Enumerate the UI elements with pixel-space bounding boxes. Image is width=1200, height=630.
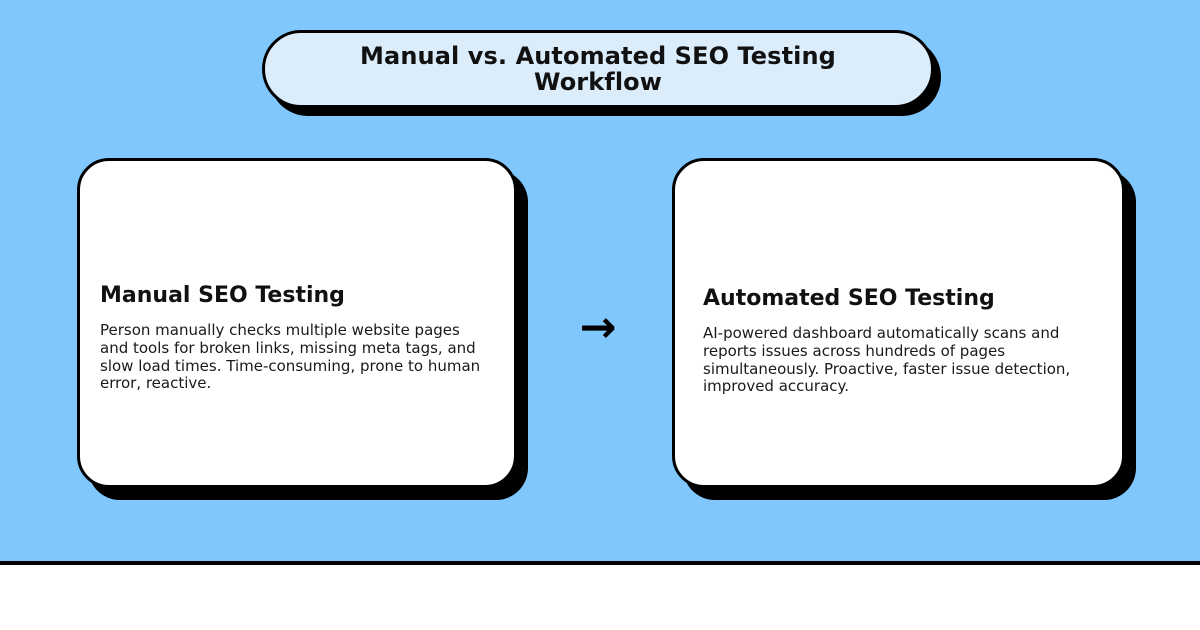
page-title: Manual vs. Automated SEO Testing Workflo… — [360, 41, 836, 96]
bottom-white-strip — [0, 565, 1200, 630]
card-manual-content: Manual SEO Testing Person manually check… — [80, 283, 514, 393]
card-manual-body: Person manually checks multiple website … — [100, 321, 481, 393]
card-manual-heading: Manual SEO Testing — [100, 282, 345, 308]
title-pill: Manual vs. Automated SEO Testing Workflo… — [262, 30, 934, 108]
baseline-divider — [0, 561, 1200, 565]
card-manual-seo-testing: Manual SEO Testing Person manually check… — [77, 158, 517, 488]
arrow-right-icon: → — [579, 302, 617, 353]
card-automated-content: Automated SEO Testing AI-powered dashboa… — [675, 286, 1122, 396]
card-automated-heading: Automated SEO Testing — [703, 285, 995, 311]
card-automated-body: AI-powered dashboard automatically scans… — [703, 324, 1071, 396]
card-automated-seo-testing: Automated SEO Testing AI-powered dashboa… — [672, 158, 1125, 488]
flow-connector: → — [563, 298, 633, 358]
